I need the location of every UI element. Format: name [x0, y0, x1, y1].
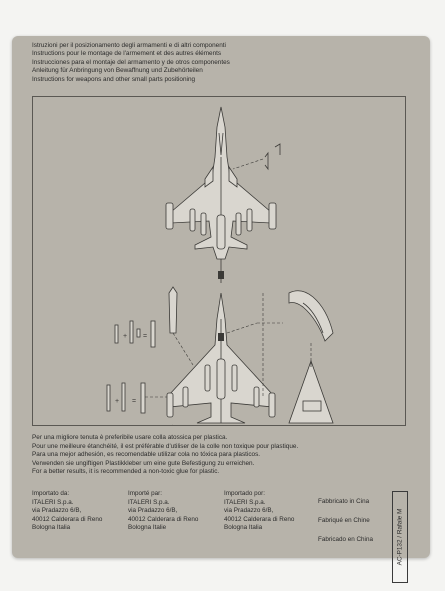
importer-es-line: Bologna Italia — [224, 524, 263, 532]
made-in-es: Fabricado en China — [318, 536, 373, 544]
importer-es-line: ITALERI S.p.a. — [224, 498, 266, 506]
glue-line-it: Per una migliore tenuta è preferibile us… — [32, 434, 228, 441]
header-line-it: Istruzioni per il posizionamento degli a… — [32, 42, 226, 49]
glue-notice: Per una migliore tenuta è preferibile us… — [32, 434, 392, 477]
importer-fr-line: 40012 Calderara di Reno — [128, 515, 199, 523]
importer-fr: Importé par: ITALERI S.p.a. via Pradazzo… — [128, 490, 228, 533]
header-line-en: Instructions for weapons and other small… — [32, 75, 196, 83]
product-code: AC-P132 / Rafale M — [396, 508, 404, 566]
made-in-notice: Fabbricato in Cina Fabriqué en Chine Fab… — [318, 498, 392, 555]
importer-es-line: Importado por: — [224, 490, 265, 497]
importer-it: Importato da: ITALERI S.p.a. via Pradazz… — [32, 490, 132, 533]
importer-fr-line: ITALERI S.p.a. — [128, 498, 170, 506]
weapons-upper-left: + = — [114, 286, 194, 366]
display-stand-parts — [288, 290, 334, 424]
importer-it-line: Bologna Italia — [32, 524, 71, 532]
glue-line-es: Para una mejor adhesión, es recomendable… — [32, 451, 261, 459]
importer-fr-line: Bologna Italie — [128, 524, 167, 532]
importer-es: Importado por: ITALERI S.p.a. via Pradaz… — [224, 490, 324, 533]
importer-it-line: 40012 Calderara di Reno — [32, 515, 103, 523]
header-instructions: Istruzioni per il posizionamento degli a… — [32, 42, 392, 84]
header-line-fr: Instructions pour le montage de l'armeme… — [32, 50, 222, 58]
importer-it-line: via Pradazzo 6/B, — [32, 507, 82, 515]
svg-text:=: = — [132, 398, 136, 405]
assembly-diagram: + = + = + = — [32, 96, 406, 426]
header-line-es: Instrucciones para el montaje del armame… — [32, 58, 230, 66]
header-line-de: Anleitung für Anbringung von Bewaffnung … — [32, 67, 203, 75]
made-in-it: Fabbricato in Cina — [318, 498, 370, 505]
glue-line-en: For a better results, it is recommended … — [32, 468, 220, 476]
assembly-diagram-drawing: + = + = + = — [106, 106, 334, 425]
instruction-card: Istruzioni per il posizionamento degli a… — [12, 36, 430, 583]
importer-es-line: 40012 Calderara di Reno — [224, 515, 295, 523]
glue-line-fr: Pour une meilleure étanchéité, il est pr… — [32, 442, 299, 450]
glue-line-de: Verwenden sie ungiftigen Plastikkleber u… — [32, 459, 255, 467]
aircraft-bottom-view — [166, 292, 283, 424]
importer-fr-line: Importé par: — [128, 490, 162, 497]
importer-it-line: Importato da: — [32, 490, 70, 497]
importer-es-line: via Pradazzo 6/B, — [224, 507, 274, 515]
product-code-box: AC-P132 / Rafale M — [392, 491, 408, 583]
importer-it-line: ITALERI S.p.a. — [32, 498, 74, 506]
svg-text:=: = — [143, 333, 147, 340]
svg-text:+: + — [115, 398, 119, 405]
aircraft-top-view — [165, 106, 281, 283]
made-in-fr: Fabriqué en Chine — [318, 517, 370, 525]
importer-fr-line: via Pradazzo 6/B, — [128, 507, 178, 515]
svg-text:+: + — [123, 333, 127, 340]
